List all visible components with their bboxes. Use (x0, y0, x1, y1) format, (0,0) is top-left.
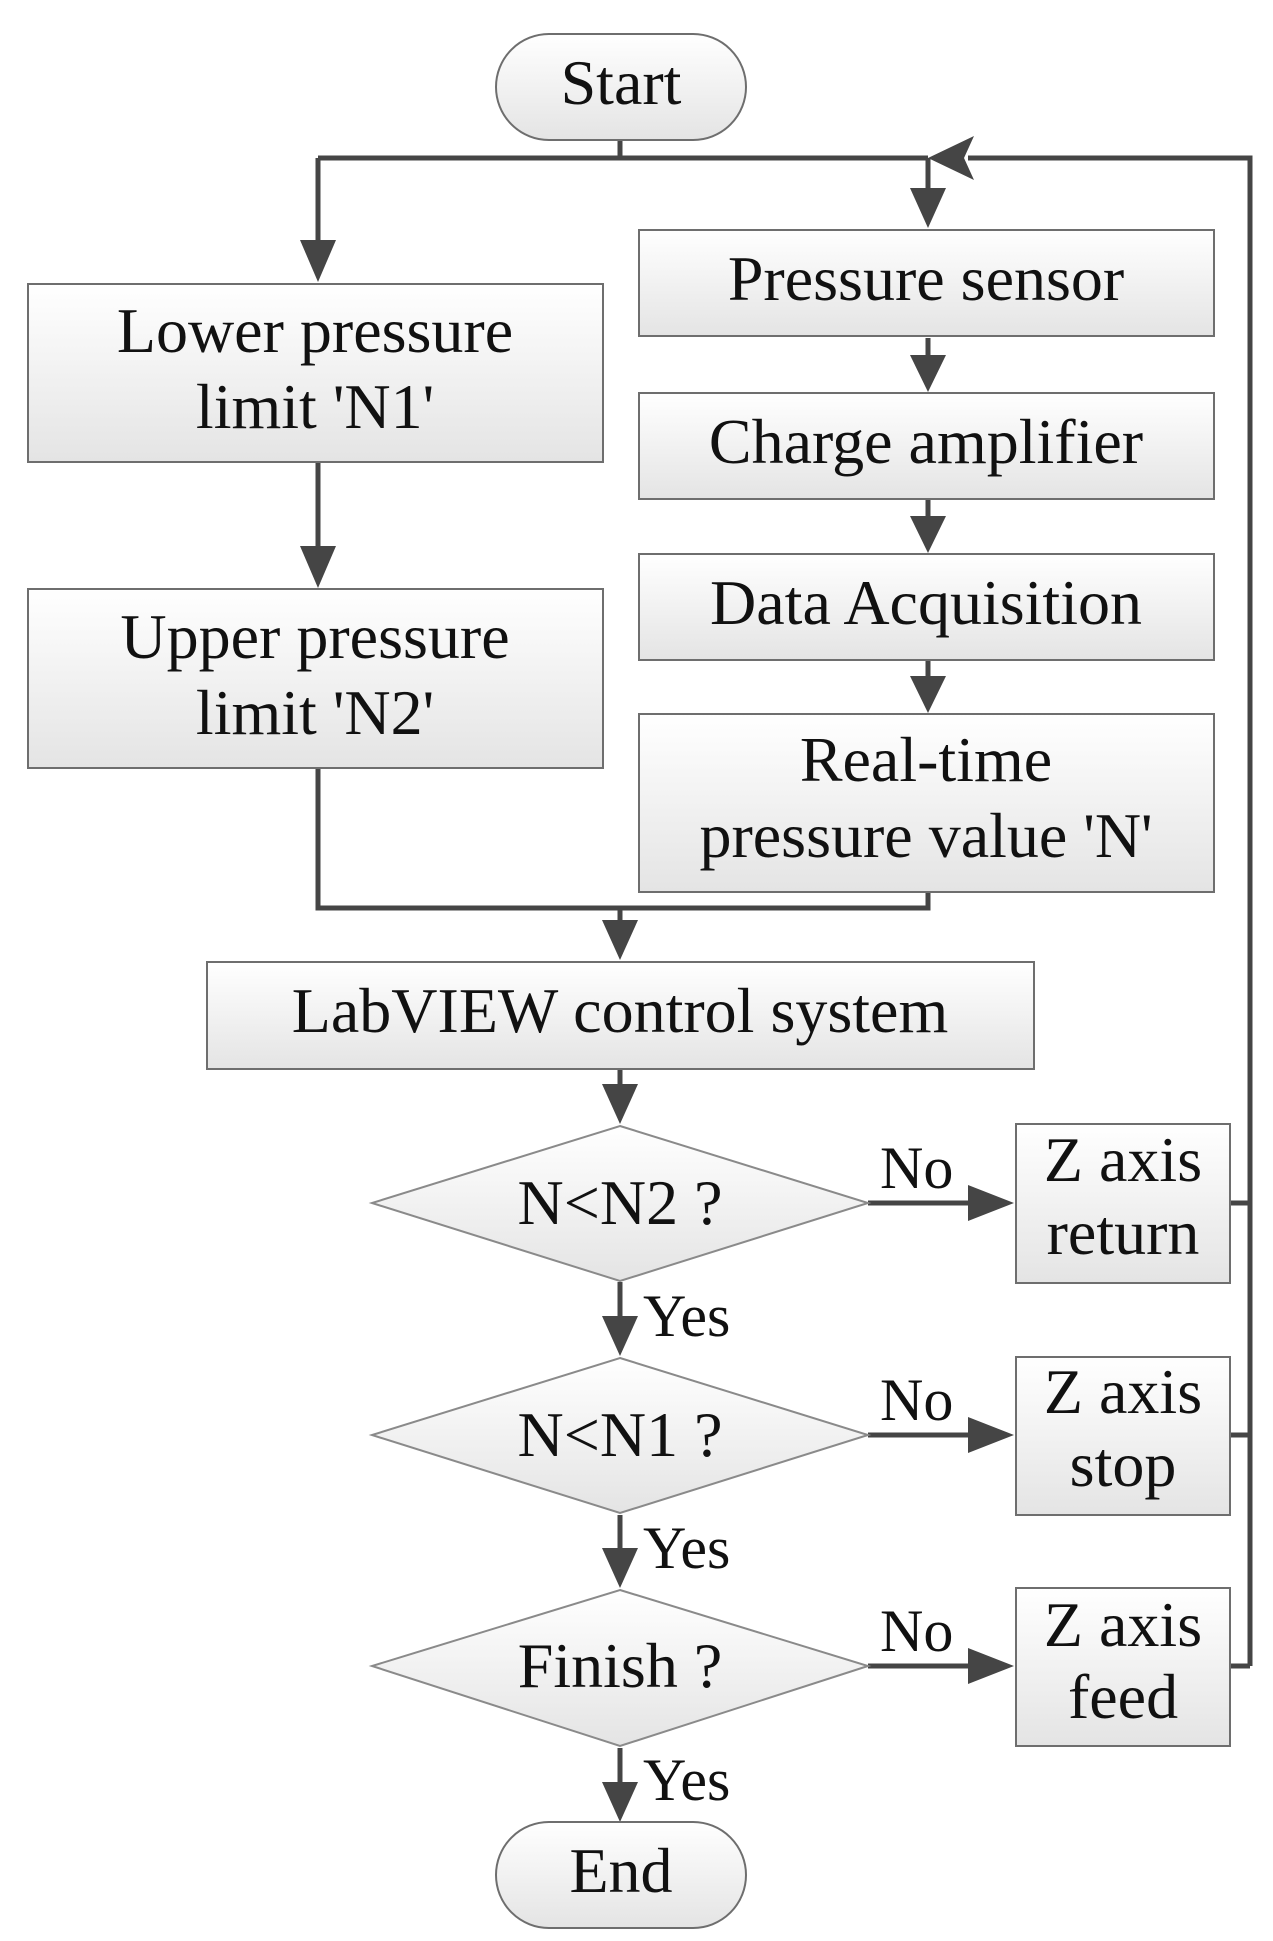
realtime-value-box: Real-time pressure value 'N' (638, 713, 1215, 893)
arrowhead-upper-limit (300, 546, 336, 588)
data-acquisition-label: Data Acquisition (710, 567, 1142, 638)
start-label: Start (561, 47, 682, 118)
yes-label-n1: Yes (643, 1515, 730, 1581)
realtime-value-line-1: Real-time (800, 724, 1052, 795)
arrowhead-labview (602, 920, 638, 960)
arrowhead-daq (910, 516, 946, 553)
lower-limit-box: Lower pressure limit 'N1' (27, 283, 604, 463)
z-stop-box: Z axis stop (1015, 1356, 1231, 1516)
arrowhead-n2 (602, 1084, 638, 1124)
arrowhead-lower-limit (300, 240, 336, 282)
z-feed-line-1: Z axis (1044, 1589, 1202, 1660)
upper-limit-box: Upper pressure limit 'N2' (27, 588, 604, 769)
lower-limit-line-2: limit 'N1' (196, 371, 434, 442)
arrowhead-z-feed (968, 1648, 1014, 1684)
z-return-line-2: return (1047, 1197, 1200, 1268)
arrowhead-n1 (602, 1316, 638, 1356)
arrowhead-end (602, 1782, 638, 1822)
pressure-sensor-box: Pressure sensor (638, 229, 1215, 337)
no-label-n1: No (880, 1367, 953, 1433)
z-stop-line-2: stop (1070, 1429, 1177, 1500)
arrowhead-amp (910, 355, 946, 392)
charge-amplifier-box: Charge amplifier (638, 392, 1215, 500)
arrowhead-finish (602, 1548, 638, 1588)
realtime-value-line-2: pressure value 'N' (699, 800, 1152, 871)
edge-labels: No No No Yes Yes Yes (643, 1135, 953, 1813)
data-acquisition-box: Data Acquisition (638, 553, 1215, 661)
arrowhead-pressure-sensor (910, 188, 946, 228)
z-feed-line-2: feed (1068, 1661, 1178, 1732)
end-label: End (569, 1835, 672, 1906)
charge-amplifier-label: Charge amplifier (709, 406, 1143, 477)
arrowhead-z-return (968, 1185, 1014, 1221)
edge-start-split (318, 140, 928, 161)
no-label-n2: No (880, 1135, 953, 1201)
arrowhead-realtime (910, 676, 946, 713)
arrowheads (300, 136, 1014, 1822)
start-node: Start (495, 33, 747, 141)
labview-label: LabVIEW control system (292, 975, 948, 1046)
yes-label-n2: Yes (643, 1283, 730, 1349)
lower-limit-line-1: Lower pressure (117, 295, 513, 366)
decision-finish: Finish ? (368, 1588, 872, 1748)
decision-n2-label: N<N2 ? (518, 1167, 723, 1238)
end-node: End (495, 1821, 747, 1929)
decision-n1: N<N1 ? (368, 1356, 872, 1515)
z-feed-box: Z axis feed (1015, 1587, 1231, 1747)
yes-label-finish: Yes (643, 1747, 730, 1813)
edge-upper-to-merge (315, 768, 931, 911)
pressure-sensor-label: Pressure sensor (728, 243, 1124, 314)
decision-finish-label: Finish ? (518, 1630, 722, 1701)
decision-n2: N<N2 ? (368, 1124, 872, 1283)
no-label-finish: No (880, 1598, 953, 1664)
arrowhead-feedback (928, 136, 974, 180)
arrowhead-z-stop (968, 1417, 1014, 1453)
z-return-box: Z axis return (1015, 1123, 1231, 1284)
decision-n1-label: N<N1 ? (518, 1399, 723, 1470)
z-return-line-1: Z axis (1044, 1124, 1202, 1195)
labview-box: LabVIEW control system (206, 961, 1035, 1070)
upper-limit-line-2: limit 'N2' (196, 677, 434, 748)
upper-limit-line-1: Upper pressure (120, 601, 509, 672)
z-stop-line-1: Z axis (1044, 1356, 1202, 1427)
edge-feedback-loop (968, 155, 1253, 1669)
